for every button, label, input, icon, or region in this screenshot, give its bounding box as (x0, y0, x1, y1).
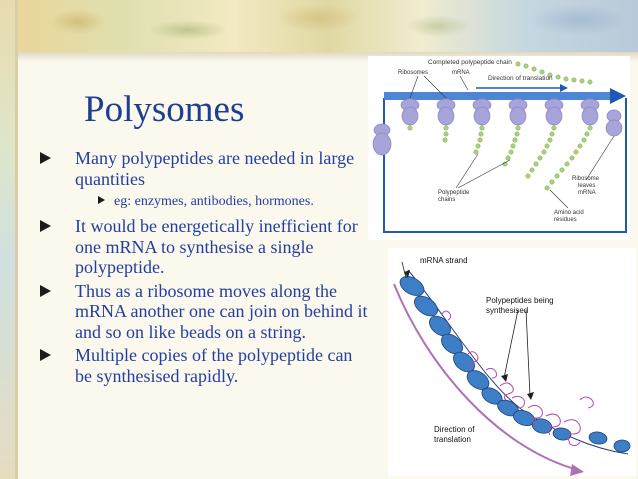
direction-translation-label-2: translation (434, 435, 471, 444)
ribosome-leaves-label-3: mRNA (578, 190, 596, 196)
banner-shadow (18, 52, 638, 62)
bullet-marker-icon (40, 152, 51, 164)
polypeptides-label-2: synthesised (486, 306, 528, 315)
mrna-strand-label: mRNA strand (420, 256, 468, 265)
direction-arrow-icon (610, 88, 626, 104)
bullet-marker-icon (40, 220, 51, 232)
sub-bullet-marker-icon (98, 196, 105, 204)
bullet-item: It would be energetically inefficient fo… (38, 216, 373, 278)
direction-arc (393, 283, 579, 471)
bullet-list: Many polypeptides are needed in large qu… (38, 148, 373, 389)
polypeptide-chains-label: Polypeptide (438, 190, 470, 196)
bullet-text: Thus as a ribosome moves along the mRNA … (75, 280, 368, 342)
ribosome-group (372, 98, 623, 156)
ribosome-leaves-label: Ribosome (572, 176, 600, 182)
sub-bullet-item: eg: enzymes, antibodies, hormones. (38, 193, 373, 210)
amino-acid-label-2: residues (554, 217, 577, 223)
completed-chain-label: Completed polypeptide chain (428, 59, 512, 66)
bullet-item: Multiple copies of the polypeptide can b… (38, 345, 373, 386)
direction-translation-label: Direction of (434, 425, 475, 434)
slide-title: Polysomes (84, 89, 245, 130)
bullet-item: Thus as a ribosome moves along the mRNA … (38, 281, 373, 343)
polysome-diagram-top: Completed polypeptide chain Ribosomes mR… (368, 56, 630, 240)
polypeptides-label: Polypeptides being (486, 296, 554, 305)
bullet-text: Many polypeptides are needed in large qu… (75, 148, 355, 189)
amino-acid-label: Amino acid (554, 210, 584, 216)
bullet-marker-icon (40, 284, 51, 297)
decorative-banner (18, 0, 638, 52)
ribosome-leaves-label-2: leaves (578, 183, 595, 189)
bullet-text: It would be energetically inefficient fo… (75, 216, 358, 277)
decorative-side-strip (0, 0, 18, 479)
mrna-strand (384, 92, 610, 100)
polysome-diagram-bottom: mRNA strand Polypeptides being synthesis… (388, 248, 636, 476)
direction-arrow-icon (570, 464, 584, 476)
bullet-item: Many polypeptides are needed in large qu… (38, 148, 373, 189)
sub-bullet-text: eg: enzymes, antibodies, hormones. (114, 194, 314, 209)
polypeptide-chains-label-2: chains (438, 197, 455, 203)
ribosome-beads (399, 276, 631, 453)
bullet-text: Multiple copies of the polypeptide can b… (75, 345, 353, 386)
mrna-label: mRNA (452, 70, 470, 76)
polypeptide-beads (407, 61, 593, 191)
direction-label: Direction of translation (488, 75, 553, 82)
ribosomes-label: Ribosomes (398, 70, 428, 76)
polypeptide-squiggles (441, 310, 594, 447)
bullet-marker-icon (40, 349, 51, 361)
